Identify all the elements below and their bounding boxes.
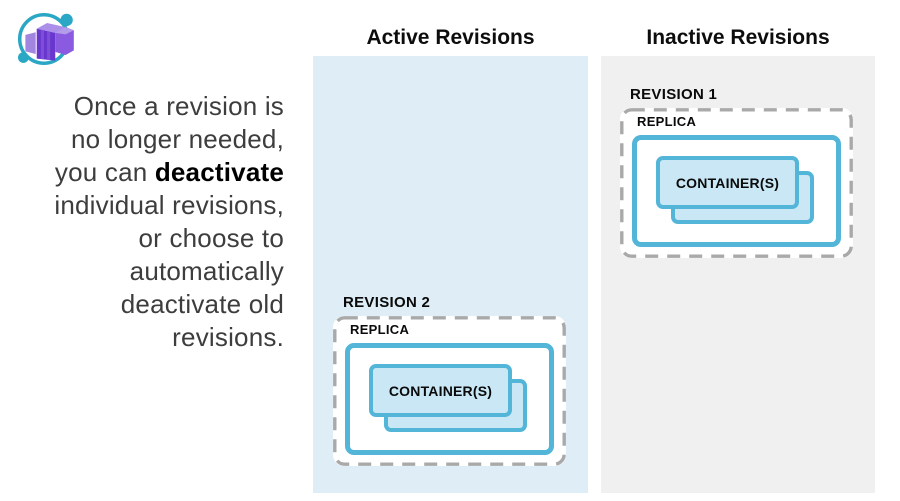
- logo-center-front: [36, 28, 56, 61]
- container-box-front: CONTAINER(S): [656, 156, 799, 209]
- intro-line: automatically: [129, 256, 284, 286]
- intro-bold-word: deactivate: [154, 157, 284, 187]
- logo-dot-top: [60, 13, 73, 27]
- container-label: CONTAINER(S): [675, 174, 780, 191]
- intro-line: revisions.: [172, 322, 284, 352]
- intro-line: Once a revision is: [73, 91, 284, 121]
- replica-label: REPLICA: [350, 322, 410, 337]
- intro-line: or choose to: [138, 223, 284, 253]
- container-box-front: CONTAINER(S): [369, 364, 512, 417]
- logo-right-box: [55, 27, 74, 55]
- logo-ridge: [47, 30, 51, 60]
- replica-box: CONTAINER(S): [632, 135, 841, 247]
- replica-label: REPLICA: [637, 114, 697, 129]
- intro-line-pre: you can: [54, 157, 155, 187]
- intro-line: deactivate old: [120, 289, 284, 319]
- revision-card-1: REVISION 1 REPLICA CONTAINER(S): [620, 86, 853, 258]
- revision-boundary: REPLICA CONTAINER(S): [333, 316, 566, 466]
- dashed-border: [620, 108, 853, 258]
- dashed-border: [333, 316, 566, 466]
- intro-line: you can deactivate: [14, 156, 284, 189]
- intro-line: individual revisions,: [54, 190, 284, 220]
- intro-line: no longer needed,: [70, 124, 284, 154]
- logo-left-panel: [25, 32, 36, 54]
- logo-center-top: [36, 23, 66, 33]
- logo-dot-bottom: [17, 52, 29, 63]
- logo-ridge: [40, 29, 44, 60]
- intro-text: Once a revision is no longer needed, you…: [14, 90, 284, 354]
- revision-card-2: REVISION 2 REPLICA CONTAINER(S): [333, 294, 566, 466]
- revision-label: REVISION 2: [343, 294, 431, 311]
- active-revisions-title: Active Revisions: [366, 26, 535, 49]
- inactive-revisions-title: Inactive Revisions: [646, 26, 830, 49]
- revision-boundary: REPLICA CONTAINER(S): [620, 108, 853, 258]
- revision-label: REVISION 1: [630, 86, 718, 103]
- logo-right-top: [55, 27, 74, 35]
- replica-box: CONTAINER(S): [345, 343, 554, 455]
- container-label: CONTAINER(S): [388, 382, 493, 399]
- azure-container-apps-logo: [17, 13, 74, 65]
